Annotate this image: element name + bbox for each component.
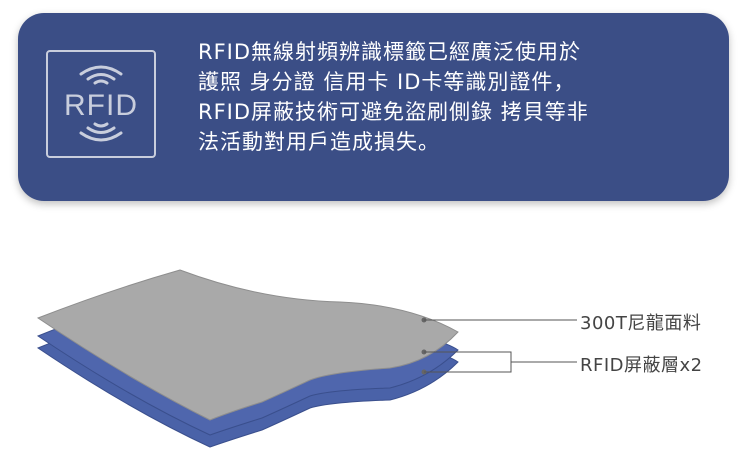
rfid-description: RFID無線射頻辨識標籤已經廣泛使用於 護照 身分證 信用卡 ID卡等識別證件，…	[198, 40, 589, 154]
rfid-wireless-icon: RFID	[64, 65, 138, 142]
shield-label: RFID屏蔽層x2	[580, 355, 703, 376]
fabric-label: 300T尼龍面料	[580, 313, 702, 334]
rfid-badge: RFID	[46, 50, 156, 158]
fabric-layer	[36, 269, 459, 421]
info-panel: RFID RFID無線射頻辨識標籤已經廣泛使用於 護照 身分證 信用卡 ID卡等…	[18, 13, 729, 201]
badge-text: RFID	[64, 89, 138, 122]
layer-diagram	[36, 269, 577, 448]
